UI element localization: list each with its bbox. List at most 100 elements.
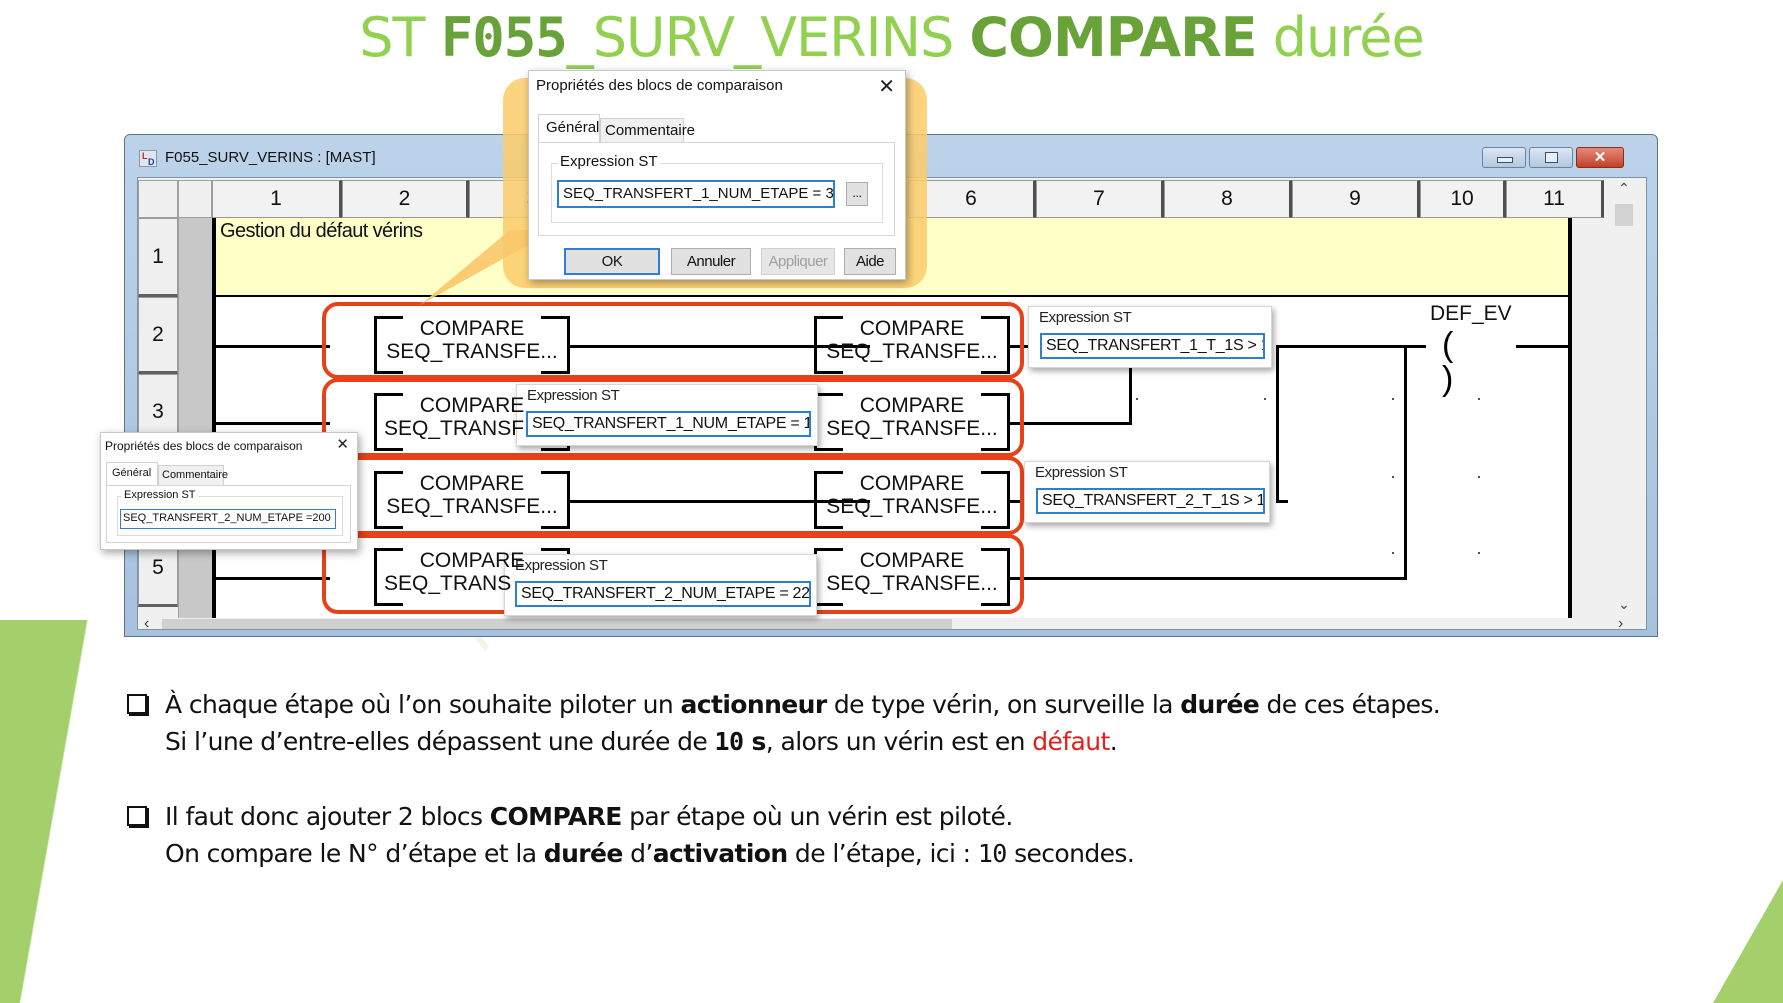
scroll-right-icon[interactable]: › [1618, 615, 1624, 630]
scroll-down-icon[interactable]: ⌄ [1618, 596, 1630, 612]
grid-dot [1478, 552, 1480, 554]
tooltip-value: SEQ_TRANSFERT_1_NUM_ETAPE = 100 [526, 411, 811, 437]
wire [216, 422, 330, 425]
browse-button[interactable]: ... [846, 182, 868, 206]
grid-dot [1264, 398, 1266, 400]
bullet-item: À chaque étape où l’on souhaite piloter … [125, 686, 1441, 760]
tooltip-label: Expression ST [527, 387, 620, 404]
row-header[interactable]: 1 [138, 218, 178, 297]
scrollbar-thumb[interactable] [162, 619, 952, 629]
general-panel: Expression ST SEQ_TRANSFERT_2_NUM_ETAPE … [106, 485, 351, 543]
horizontal-scrollbar[interactable]: ‹ › [138, 615, 1636, 630]
cancel-button[interactable]: Annuler [671, 248, 751, 275]
column-header[interactable]: 9 [1292, 180, 1420, 218]
tooltip-label: Expression ST [515, 557, 608, 574]
title-part: COMPARE [969, 6, 1257, 69]
group-label: Expression ST [122, 489, 198, 501]
bullet-item: Il faut donc ajouter 2 blocs COMPARE par… [125, 798, 1440, 872]
grid-dot [1478, 476, 1480, 478]
bullet-list: À chaque étape où l’on souhaite piloter … [125, 686, 1441, 910]
bullet-line: Il faut donc ajouter 2 blocs COMPARE par… [165, 802, 1013, 831]
group-label: Expression ST [558, 153, 660, 170]
window-title: F055_SURV_VERINS : [MAST] [165, 149, 376, 166]
wire [1276, 345, 1426, 348]
column-header[interactable]: 2 [342, 180, 469, 218]
close-icon[interactable]: ✕ [878, 76, 895, 98]
expression-tooltip: Expression ST SEQ_TRANSFERT_1_T_1S > 10 [1028, 306, 1272, 368]
tab-general[interactable]: Général [106, 462, 158, 485]
wire [216, 577, 330, 580]
wire [1516, 345, 1568, 348]
column-header[interactable]: 1 [212, 180, 342, 218]
expression-group: Expression ST SEQ_TRANSFERT_1_NUM_ETAPE … [551, 153, 883, 223]
highlight-row-3 [322, 378, 1024, 457]
scroll-left-icon[interactable]: ‹ [144, 615, 150, 630]
wire [216, 345, 330, 348]
title-part: F055 [440, 6, 568, 69]
expression-input[interactable]: SEQ_TRANSFERT_1_NUM_ETAPE = 30 [557, 180, 835, 208]
tooltip-label: Expression ST [1039, 309, 1132, 326]
callout-pointer [420, 230, 555, 305]
wire [570, 500, 870, 503]
help-button[interactable]: Aide [844, 248, 896, 275]
gutter-header [178, 180, 212, 218]
tooltip-value: SEQ_TRANSFERT_2_T_1S > 10 [1036, 488, 1265, 514]
checkbox-bullet-icon [127, 806, 147, 826]
column-header[interactable]: 10 [1420, 180, 1506, 218]
slide-title: ST F055_SURV_VERINS COMPARE durée [0, 6, 1783, 69]
close-button[interactable]: ✕ [1576, 147, 1624, 168]
scrollbar-thumb[interactable] [1615, 204, 1633, 226]
vertical-scrollbar[interactable]: ⌃ ⌄ [1612, 180, 1636, 618]
coil-icon[interactable]: ( ) [1442, 328, 1512, 396]
slide-decoration-right [1713, 880, 1783, 1003]
wire [1008, 577, 1366, 580]
wire [1129, 346, 1132, 425]
apply-button[interactable]: Appliquer [761, 248, 835, 275]
scroll-up-icon[interactable]: ⌃ [1618, 180, 1630, 196]
ladder-editor-window: LD F055_SURV_VERINS : [MAST] ✕ 1 2 3 4 5… [124, 134, 1658, 637]
checkbox-bullet-icon [127, 694, 147, 714]
slide-decoration-left [0, 620, 90, 1003]
tooltip-value: SEQ_TRANSFERT_2_NUM_ETAPE = 220 [515, 581, 811, 607]
close-icon[interactable]: ✕ [336, 436, 349, 453]
wire [1008, 422, 1132, 425]
expression-input[interactable]: SEQ_TRANSFERT_2_NUM_ETAPE =200 [120, 509, 336, 529]
coil-label: DEF_EV [1430, 302, 1512, 325]
column-header[interactable]: 8 [1164, 180, 1292, 218]
grid-dot [1392, 552, 1394, 554]
grid-dot [1478, 398, 1480, 400]
title-part: durée [1256, 6, 1425, 69]
column-header[interactable]: 7 [1036, 180, 1164, 218]
expression-group: Expression ST SEQ_TRANSFERT_2_NUM_ETAPE … [117, 489, 343, 536]
column-header[interactable]: 11 [1506, 180, 1604, 218]
ok-button[interactable]: OK [564, 248, 660, 275]
column-header[interactable]: 6 [908, 180, 1036, 218]
dialog-title: Propriétés des blocs de comparaison [105, 439, 303, 453]
minimize-button[interactable] [1482, 147, 1526, 168]
wire [1404, 346, 1407, 580]
grid-corner [138, 180, 178, 218]
ladder-grid: 1 2 3 4 5 6 7 8 9 10 11 1 2 3 4 5 Gestio… [137, 177, 1647, 630]
compare-properties-dialog-small: Propriétés des blocs de comparaison ✕ Gé… [100, 432, 358, 550]
tab-commentaire[interactable]: Commentaire [158, 465, 228, 485]
highlight-row-2 [322, 302, 1024, 379]
grid-dot [1136, 398, 1138, 400]
tab-general[interactable]: Général [538, 114, 600, 142]
compare-properties-dialog: Propriétés des blocs de comparaison ✕ Gé… [528, 70, 906, 280]
maximize-button[interactable] [1529, 147, 1573, 168]
bullet-line: Si l’une d’entre-elles dépassent une dur… [165, 727, 1118, 756]
tab-commentaire[interactable]: Commentaire [600, 118, 695, 142]
dialog-title: Propriétés des blocs de comparaison [536, 77, 783, 94]
expression-tooltip: Expression ST SEQ_TRANSFERT_2_NUM_ETAPE … [504, 554, 817, 616]
row-header[interactable]: 2 [138, 297, 178, 374]
expression-tooltip: Expression ST SEQ_TRANSFERT_2_T_1S > 10 [1024, 461, 1270, 523]
